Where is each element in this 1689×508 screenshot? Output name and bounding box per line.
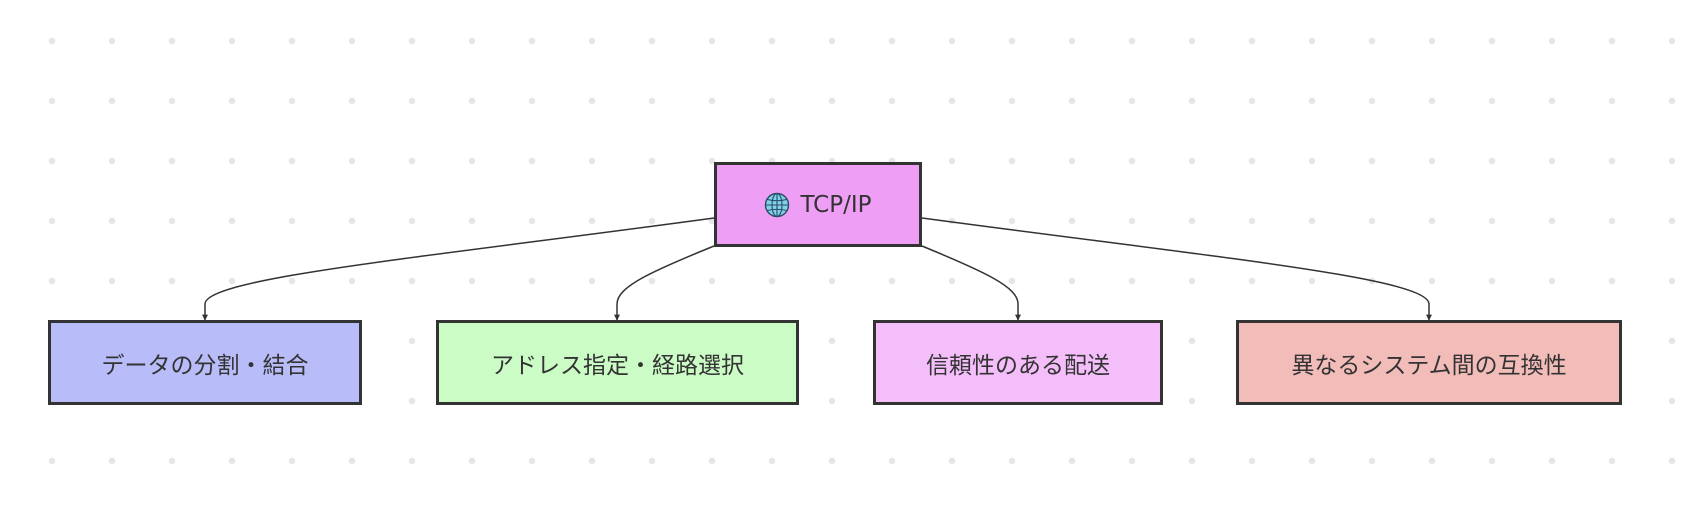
child-node-label: 異なるシステム間の互換性 [1291, 352, 1567, 379]
edge-root-to-child-0 [202, 217, 715, 321]
child-node-label: アドレス指定・経路選択 [491, 352, 744, 379]
child-node-reliable-delivery[interactable]: 信頼性のある配送 [873, 320, 1163, 405]
child-node-interoperability[interactable]: 異なるシステム間の互換性 [1236, 320, 1622, 405]
edge-root-to-child-2 [921, 245, 1021, 321]
edge-root-to-child-1 [614, 245, 715, 321]
root-node-label: TCP/IP [800, 191, 872, 218]
root-node[interactable]: TCP/IP [714, 162, 922, 247]
child-node-label: 信頼性のある配送 [926, 352, 1110, 379]
child-node-addressing[interactable]: アドレス指定・経路選択 [436, 320, 799, 405]
edge-root-to-child-3 [921, 217, 1432, 321]
globe-icon [764, 192, 790, 218]
child-node-label: データの分割・結合 [101, 352, 309, 379]
child-node-data-split[interactable]: データの分割・結合 [48, 320, 362, 405]
